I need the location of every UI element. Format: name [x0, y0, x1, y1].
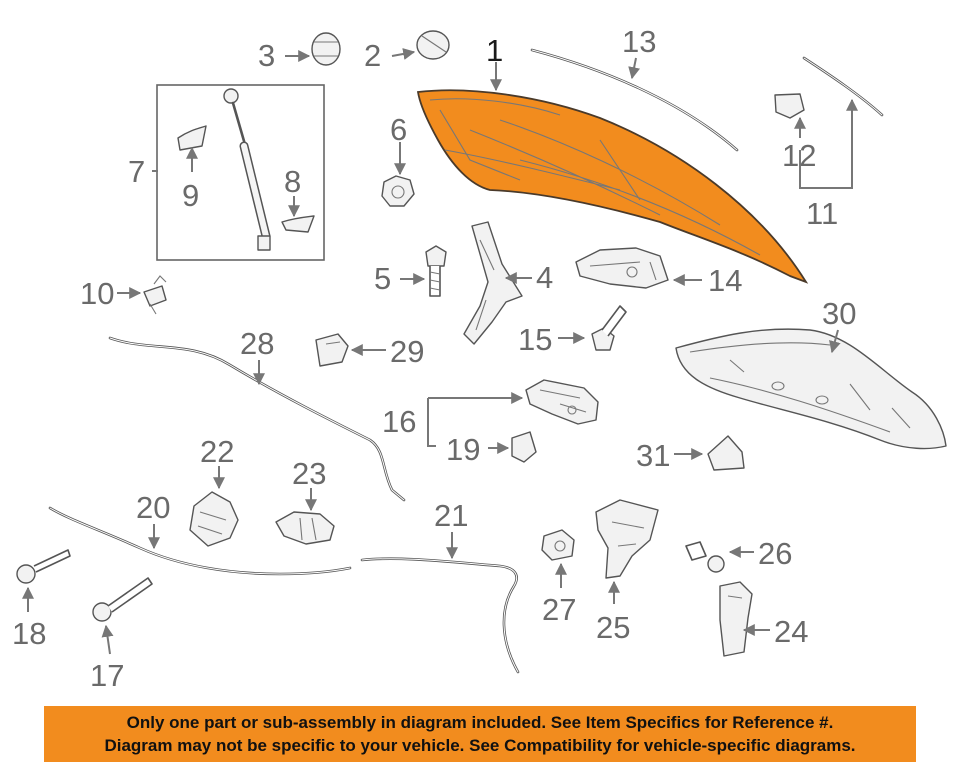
- callout-17: 17: [90, 658, 124, 693]
- callout-4: 4: [536, 260, 553, 295]
- callout-5: 5: [374, 261, 391, 296]
- push-rivet-17: [92, 577, 153, 622]
- disclaimer-line-1: Only one part or sub-assembly in diagram…: [126, 713, 834, 732]
- callout-8: 8: [284, 164, 301, 199]
- callout-14: 14: [708, 263, 742, 298]
- callout-10: 10: [80, 276, 114, 311]
- callout-31: 31: [636, 438, 670, 473]
- hood-strut-box: [156, 84, 325, 261]
- hood-panel: [416, 89, 809, 284]
- callout-30: 30: [822, 296, 856, 331]
- callout-20: 20: [136, 490, 170, 525]
- callout-13: 13: [622, 24, 656, 59]
- latch-bracket: [595, 499, 659, 579]
- callout-21: 21: [434, 498, 468, 533]
- callout-15: 15: [518, 322, 552, 357]
- prop-rod-clip: [315, 333, 349, 367]
- hood-latch-striker: [575, 247, 669, 289]
- hood-bumper-3: [311, 32, 341, 66]
- push-pin-clip: [143, 275, 167, 315]
- striker-bolt: [591, 305, 627, 351]
- hood-latch: [525, 379, 599, 425]
- insulator-bracket: [707, 435, 745, 471]
- callout-12: 12: [782, 138, 816, 173]
- hinge-bolt: [425, 245, 447, 297]
- disclaimer-line-2: Diagram may not be specific to your vehi…: [104, 736, 856, 755]
- hood-hinge: [463, 221, 523, 345]
- callout-18: 18: [12, 616, 46, 651]
- callout-11: 11: [806, 196, 838, 231]
- weatherstrip-assembly: [774, 56, 884, 119]
- release-cable-front: [48, 506, 352, 576]
- callout-3: 3: [258, 38, 275, 73]
- hood-insulator: [675, 328, 947, 450]
- callout-24: 24: [774, 614, 808, 649]
- support-bracket: [719, 581, 753, 657]
- release-handle-bezel: [275, 511, 335, 545]
- callout-29: 29: [390, 334, 424, 369]
- callout-25: 25: [596, 610, 630, 645]
- callout-19: 19: [446, 432, 480, 467]
- push-rivet-18: [16, 549, 71, 584]
- hood-prop-rod: [108, 336, 406, 502]
- grommet: [541, 529, 575, 561]
- hood-bumper-2: [416, 30, 450, 60]
- release-handle: [189, 491, 239, 547]
- callout-2: 2: [364, 38, 381, 73]
- callout-1: 1: [486, 33, 503, 68]
- callout-9: 9: [182, 178, 199, 213]
- release-cable-rear: [360, 557, 520, 674]
- callout-7: 7: [128, 154, 145, 189]
- latch-cover: [511, 431, 537, 463]
- hood-seal-strip: [530, 48, 739, 152]
- callout-6: 6: [390, 112, 407, 147]
- hood-nut: [381, 175, 415, 207]
- leader-lines: [22, 48, 858, 655]
- callout-27: 27: [542, 592, 576, 627]
- callout-labels: 1 2 3 4 5 6 7 8 9 10 11 12 13 14 15 16 1…: [12, 24, 856, 693]
- callout-23: 23: [292, 456, 326, 491]
- callout-26: 26: [758, 536, 792, 571]
- disclaimer-banner: Only one part or sub-assembly in diagram…: [44, 706, 916, 762]
- callout-16: 16: [382, 404, 416, 439]
- callout-22: 22: [200, 434, 234, 469]
- push-pin: [685, 541, 725, 573]
- callout-28: 28: [240, 326, 274, 361]
